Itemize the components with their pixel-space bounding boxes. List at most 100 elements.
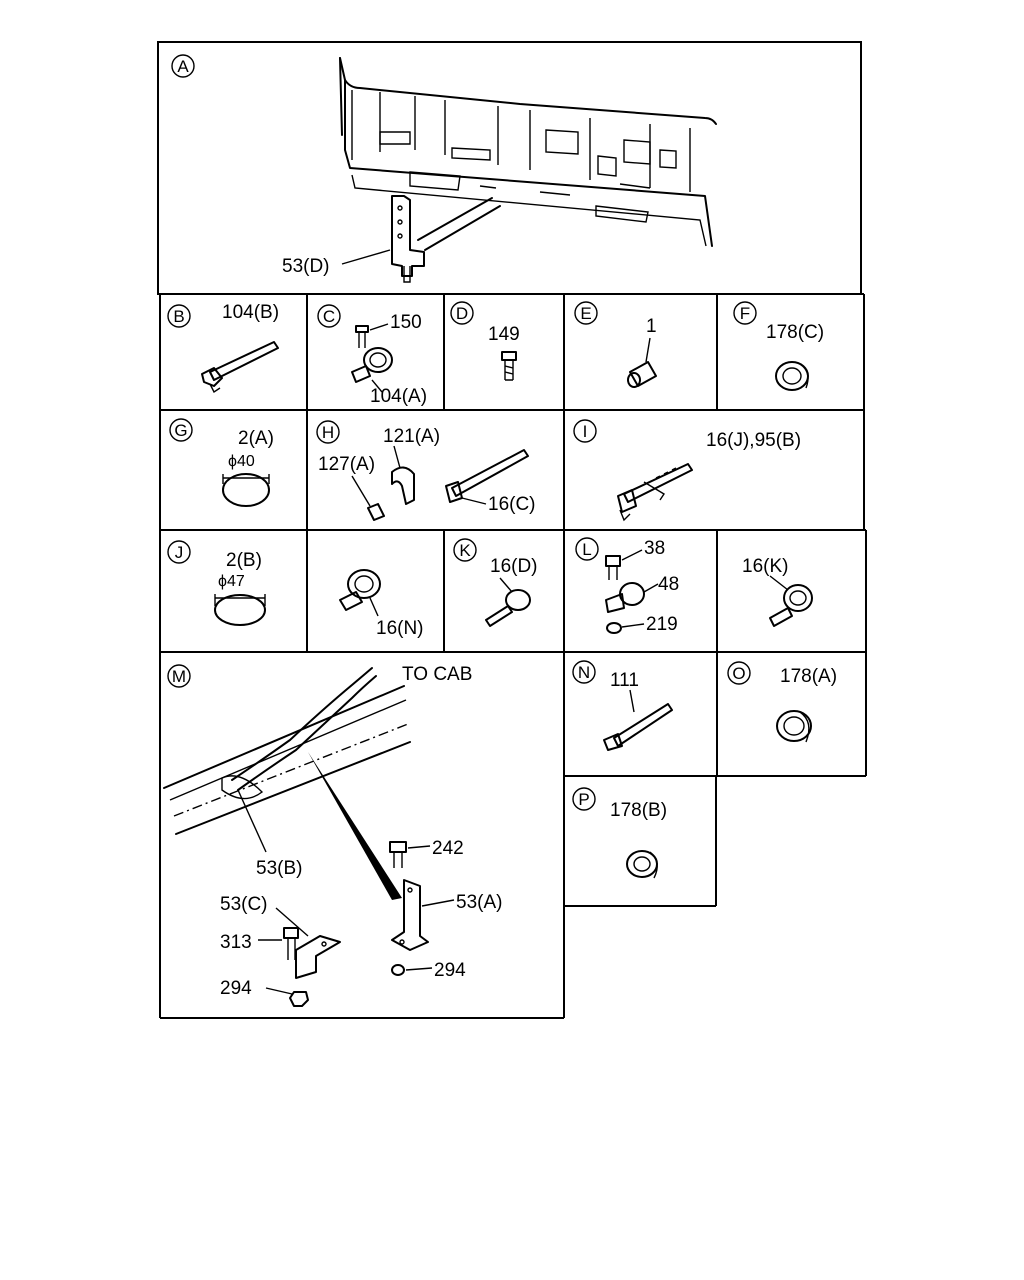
panel-e: E 1: [574, 301, 657, 388]
label-16k: 16(K): [742, 556, 788, 577]
bolt-313-drawing: [258, 927, 299, 960]
panel-o: O 178(A): [727, 661, 837, 743]
label-phi40: ϕ40: [228, 453, 255, 470]
panel-l: L 38 48 219: [575, 537, 679, 635]
panel-letter-a: A: [177, 57, 189, 76]
label-104a: 104(A): [370, 386, 427, 407]
label-16n: 16(N): [376, 618, 424, 639]
label-38: 38: [644, 538, 665, 559]
panel-letter-i: I: [583, 422, 588, 441]
label-121a: 121(A): [383, 426, 440, 447]
panel-letter-c: C: [323, 307, 335, 326]
bracket-53b-callout: [237, 789, 267, 853]
leader-wedge: [308, 752, 402, 900]
panel-16n: 16(N): [339, 569, 424, 639]
nut-294-left-drawing: [265, 987, 309, 1007]
bolt-149-drawing: [501, 351, 517, 381]
panel-k: K 16(D): [453, 538, 538, 627]
label-53d: 53(D): [282, 256, 330, 277]
clamp-104a-drawing: [351, 347, 393, 393]
bolt-150-drawing: [355, 323, 389, 348]
label-phi47: ϕ47: [218, 573, 245, 590]
label-104b: 104(B): [222, 302, 279, 323]
label-178b: 178(B): [610, 800, 667, 821]
label-53b: 53(B): [256, 858, 302, 879]
bolt-242-drawing: [389, 841, 431, 868]
label-53a: 53(A): [456, 892, 502, 913]
panel-letter-m: M: [172, 667, 186, 686]
panel-f: F 178(C): [733, 301, 824, 391]
panel-letter-j: J: [175, 543, 184, 562]
clamp-16k-drawing: [769, 575, 813, 627]
panel-b: B 104(B): [167, 302, 279, 394]
label-219: 219: [646, 614, 678, 635]
label-53c: 53(C): [220, 894, 268, 915]
panel-letter-k: K: [459, 541, 471, 560]
label-2a: 2(A): [238, 428, 274, 449]
plug-2a-drawing: [222, 473, 270, 507]
label-178c: 178(C): [766, 322, 824, 343]
panel-h: H 121(A) 127(A) 16(C): [316, 420, 536, 521]
panel-letter-b: B: [173, 307, 184, 326]
panel-j: J 2(B) ϕ47: [167, 540, 266, 626]
label-313: 313: [220, 932, 252, 953]
clamp-16d-drawing: [485, 577, 531, 627]
bracket-53a-drawing: [391, 879, 455, 951]
bracket-53c-drawing: [275, 907, 341, 979]
panel-g: G 2(A) ϕ40: [169, 418, 274, 507]
nut-294-right-drawing: [391, 964, 433, 976]
label-48: 48: [658, 574, 679, 595]
label-2b: 2(B): [226, 550, 262, 571]
tie-16c-drawing: [445, 449, 529, 505]
collar-1-drawing: [627, 337, 657, 388]
panel-m: M TO CAB 53(B) 242: [163, 664, 502, 1007]
panel-grid: [157, 41, 867, 1019]
harness-drawing: [221, 667, 377, 800]
screw-127a-drawing: [351, 475, 385, 521]
clamp-48-drawing: [605, 582, 659, 613]
tie-16j-drawing: [617, 463, 693, 522]
panel-c: C 150 104(A): [317, 304, 427, 407]
grommet-178a-drawing: [776, 710, 812, 743]
panel-letter-e: E: [580, 304, 591, 323]
panel-d: D 149: [450, 301, 520, 381]
label-149: 149: [488, 324, 520, 345]
panel-letter-p: P: [578, 790, 589, 809]
clamp-16n-drawing: [339, 569, 381, 617]
panel-letter-n: N: [578, 663, 590, 682]
panel-letter-o: O: [732, 664, 745, 683]
panel-16k: 16(K): [742, 556, 813, 627]
label-294-right: 294: [434, 960, 466, 981]
nut-219-drawing: [606, 622, 645, 634]
panel-letter-d: D: [456, 304, 468, 323]
grommet-178b-drawing: [626, 850, 658, 879]
label-1: 1: [646, 316, 657, 337]
label-to-cab: TO CAB: [402, 664, 472, 685]
bolt-38-drawing: [605, 549, 643, 580]
label-150: 150: [390, 312, 422, 333]
panel-letter-f: F: [740, 304, 750, 323]
panel-letter-l: L: [582, 540, 591, 559]
label-294-left: 294: [220, 978, 252, 999]
label-111: 111: [610, 670, 639, 691]
label-16j-95b: 16(J),95(B): [706, 430, 801, 451]
label-16d: 16(D): [490, 556, 538, 577]
tie-111-drawing: [603, 689, 673, 751]
bracket-53d-drawing: [341, 195, 425, 283]
cab-back-panel-drawing: [339, 57, 717, 251]
panel-letter-g: G: [174, 421, 187, 440]
panel-n: N 111: [572, 660, 673, 751]
frame-rail-drawing: [163, 685, 411, 835]
label-178a: 178(A): [780, 666, 837, 687]
grommet-178c-drawing: [775, 361, 809, 391]
label-16c: 16(C): [488, 494, 536, 515]
panel-i: I 16(J),95(B): [573, 419, 801, 522]
plug-2b-drawing: [214, 594, 266, 626]
panel-letter-h: H: [322, 423, 334, 442]
label-242: 242: [432, 838, 464, 859]
clip-121a-drawing: [391, 445, 415, 505]
label-127a: 127(A): [318, 454, 375, 475]
panel-p: P 178(B): [572, 787, 667, 879]
panel-a: A 53(D): [171, 54, 717, 283]
